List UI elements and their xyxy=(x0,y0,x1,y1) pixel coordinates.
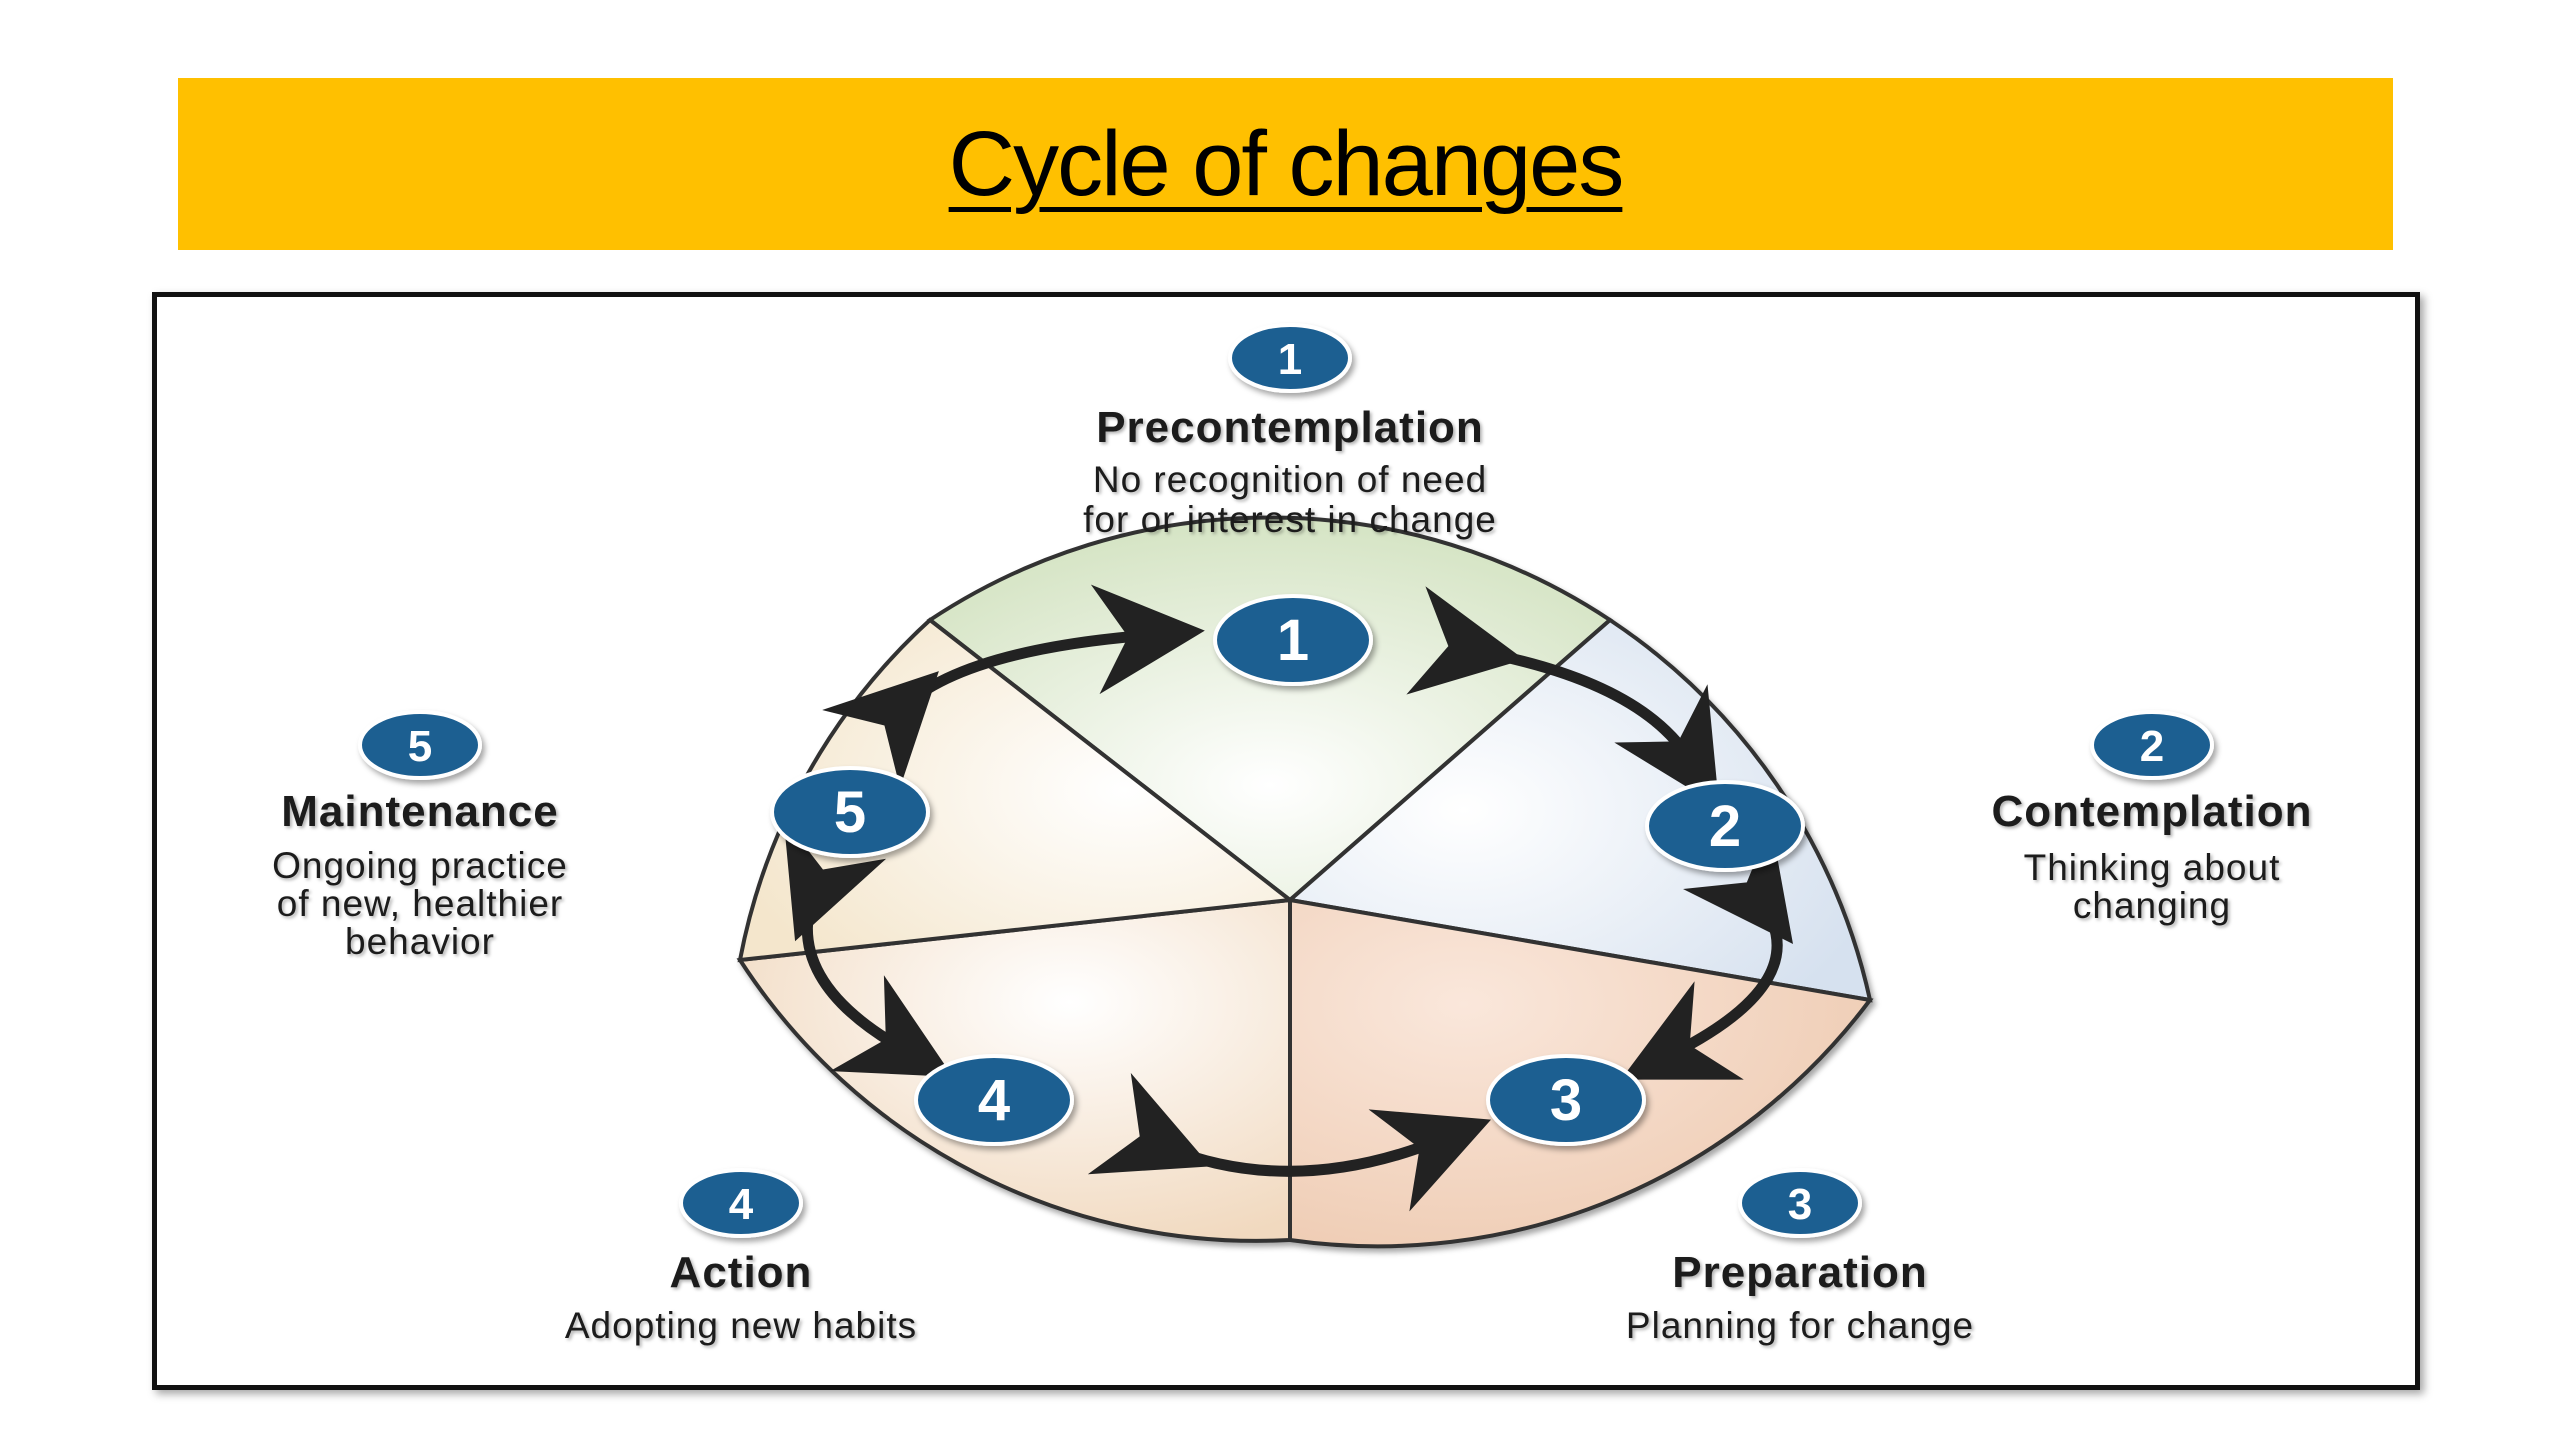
stage-description-line: Planning for change xyxy=(1626,1305,1974,1346)
stage-name: Contemplation xyxy=(1992,787,2313,836)
number-badge-icon xyxy=(1738,1168,1862,1238)
inner-badge-number: 1 xyxy=(1277,608,1309,673)
stage-description-line: for or interest in change xyxy=(1083,499,1497,540)
bidirectional-arrow-icon xyxy=(1406,586,1720,807)
stage-label-contemplation: 2 Contemplation Thinking about changing xyxy=(1992,710,2313,926)
outer-badge-number: 2 xyxy=(2140,722,2164,771)
outer-badge-number: 4 xyxy=(729,1180,754,1229)
number-badge-icon xyxy=(1645,780,1805,872)
number-badge-icon xyxy=(1228,323,1352,393)
stage-label-precontemplation: 1 Precontemplation No recognition of nee… xyxy=(1083,323,1497,540)
inner-badge-1: 1 xyxy=(1213,594,1373,686)
title-banner: Cycle of changes xyxy=(178,78,2393,250)
bidirectional-arrow-icon xyxy=(783,818,953,1077)
inner-badge-3: 3 xyxy=(1486,1054,1646,1146)
stage-name: Maintenance xyxy=(281,787,559,836)
bidirectional-arrow-icon xyxy=(1087,1072,1492,1212)
inner-badge-number: 4 xyxy=(978,1068,1010,1133)
number-badge-icon xyxy=(358,710,482,780)
number-badge-icon xyxy=(1213,594,1373,686)
stage-label-preparation: 3 Preparation Planning for change xyxy=(1626,1168,1974,1346)
number-badge-icon xyxy=(2090,710,2214,780)
stage-name: Precontemplation xyxy=(1096,403,1484,452)
stage-description-line: Adopting new habits xyxy=(565,1305,917,1346)
inner-badges: 1 2 3 4 5 xyxy=(770,594,1805,1146)
outer-badge-number: 1 xyxy=(1278,335,1302,384)
stage-name: Preparation xyxy=(1672,1248,1928,1297)
page-title: Cycle of changes xyxy=(948,112,1625,215)
bidirectional-arrow-icon xyxy=(822,584,1205,788)
stage-description-line: No recognition of need xyxy=(1093,459,1487,500)
inner-badge-4: 4 xyxy=(914,1054,1074,1146)
inner-badge-5: 5 xyxy=(770,766,930,858)
stage-description-line: of new, healthier xyxy=(277,883,563,924)
stage-label-maintenance: 5 Maintenance Ongoing practice of new, h… xyxy=(272,710,568,962)
stage-description-line: Thinking about xyxy=(2024,847,2281,888)
stage-name: Action xyxy=(670,1248,813,1297)
inner-badge-number: 5 xyxy=(834,780,866,845)
number-badge-icon xyxy=(1486,1054,1646,1146)
inner-badge-number: 2 xyxy=(1709,794,1741,859)
bidirectional-arrow-icon xyxy=(1620,823,1793,1080)
inner-badge-number: 3 xyxy=(1550,1068,1582,1133)
cycle-arrows xyxy=(783,584,1793,1212)
stage-description-line: behavior xyxy=(345,921,495,962)
number-badge-icon xyxy=(914,1054,1074,1146)
number-badge-icon xyxy=(770,766,930,858)
number-badge-icon xyxy=(679,1168,803,1238)
stage-description-line: Ongoing practice xyxy=(272,845,568,886)
stage-description-line: changing xyxy=(2073,885,2231,926)
inner-badge-2: 2 xyxy=(1645,780,1805,872)
outer-badge-number: 3 xyxy=(1788,1180,1812,1229)
outer-badge-number: 5 xyxy=(408,722,432,771)
stage-label-action: 4 Action Adopting new habits xyxy=(565,1168,917,1346)
